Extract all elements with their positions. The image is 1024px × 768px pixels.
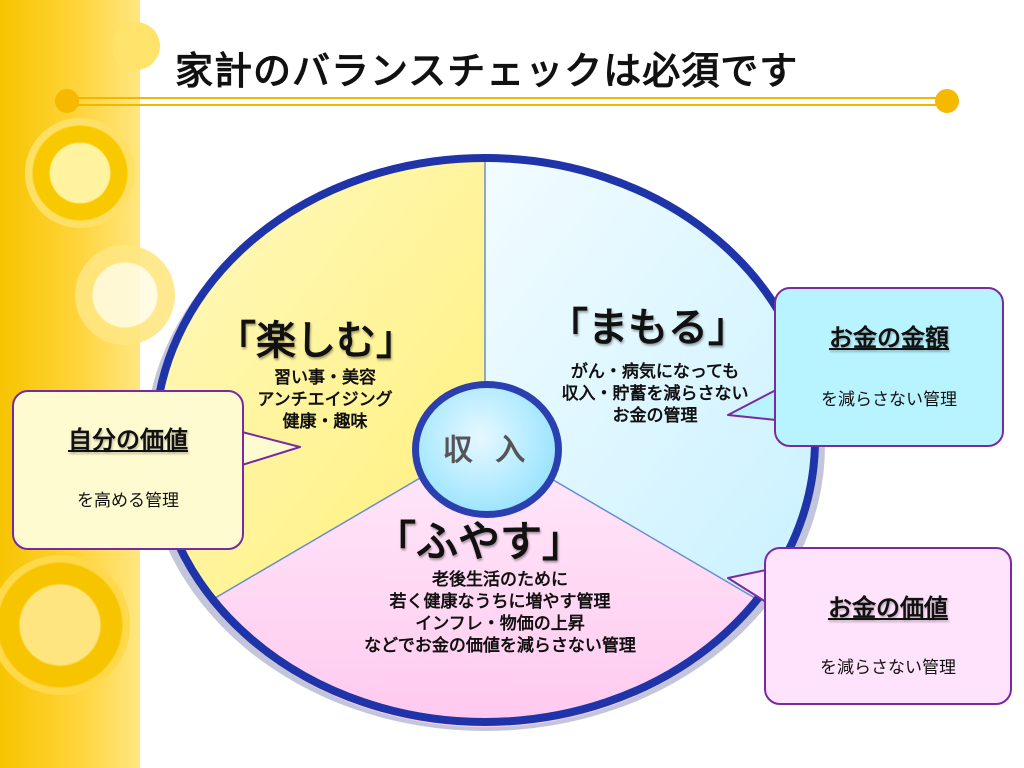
segment-protect-details: がん・病気になっても 収入・貯蓄を減らさない お金の管理 [545,361,765,427]
callout-money-amount-title: お金の金額 [829,324,949,352]
segment-enjoy-details: 習い事・美容 アンチエイジング 健康・趣味 [225,367,425,433]
title-divider [65,104,950,106]
segment-protect-line: がん・病気になっても [570,362,740,382]
segment-grow-line: インフレ・物価の上昇 [415,614,585,634]
segment-enjoy-title: 「楽しむ」 [216,318,416,364]
segment-protect-title: 「まもる」 [548,305,748,351]
decorative-circle [0,555,130,695]
title-divider [65,97,950,99]
callout-money-amount-text: を減らさない管理 [821,390,957,410]
segment-grow-title: 「ふやす」 [374,517,585,566]
segment-grow [210,440,760,728]
segment-enjoy-line: 習い事・美容 [274,368,376,388]
callout-money-value-text: を減らさない管理 [820,658,956,678]
divider-end-dot-right [935,89,959,113]
segment-grow-details: 老後生活のために 若く健康なうちに増やす管理 インフレ・物価の上昇 などでお金の… [315,569,685,657]
segment-grow-line: 若く健康なうちに増やす管理 [389,592,611,612]
decorative-circle [25,118,135,228]
income-hub-label: 収 入 [442,433,532,468]
decorative-circle [75,245,175,345]
callout-self-value-text: を高める管理 [77,491,179,511]
callout-money-amount [774,287,1004,447]
segment-protect-line: 収入・貯蓄を減らさない [561,384,749,404]
decorative-circle [112,22,160,70]
segment-grow-line: 老後生活のために [432,570,568,590]
segment-enjoy-line: アンチエイジング [257,390,393,410]
income-hub [412,381,562,518]
segment-enjoy-line: 健康・趣味 [282,412,368,432]
segment-protect-line: お金の管理 [612,406,698,426]
segment-protect [485,157,820,601]
callout-money-value [764,547,1012,705]
callout-money-value-title: お金の価値 [828,594,948,622]
callout-self-value [12,390,244,550]
page-title: 家計のバランスチェックは必須です [175,49,799,93]
divider-end-dot-left [55,89,79,113]
segment-grow-line: などでお金の価値を減らさない管理 [364,636,636,656]
callout-self-value-title: 自分の価値 [68,426,188,454]
